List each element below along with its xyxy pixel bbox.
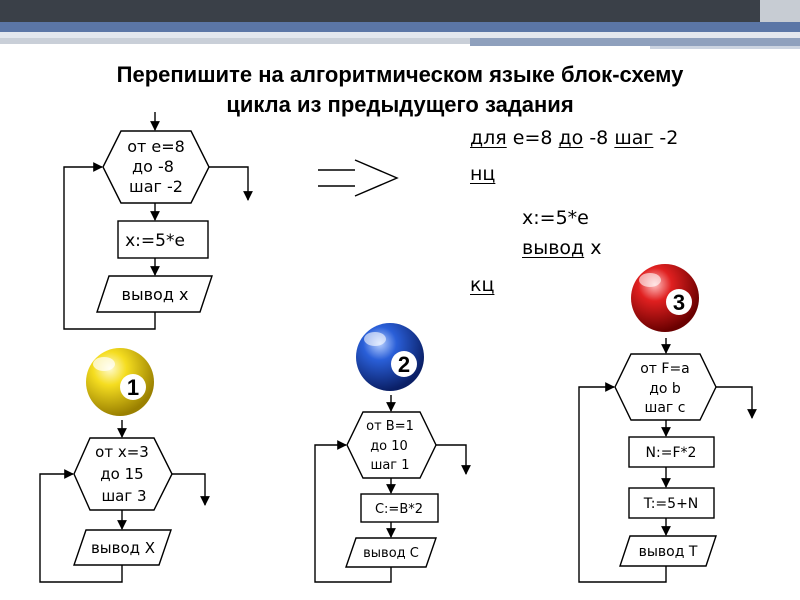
loop-step-value: -2 (659, 127, 679, 149)
ex3-assign1-text: N:=F*2 (646, 445, 697, 461)
loop-var-init: e=8 (512, 127, 553, 149)
ex2-output-text: вывод C (363, 546, 419, 561)
ex2-loop-line-1: от B=1 (366, 419, 414, 434)
ex1-loop-line-1: от x=3 (95, 443, 149, 461)
ex2-loop-line-3: шаг 1 (370, 458, 409, 473)
ex3-output-text: вывод T (639, 544, 698, 560)
kw-nc: нц (470, 163, 496, 185)
ex2-loop-line-2: до 10 (370, 439, 408, 454)
code-line-nc: нц (470, 163, 495, 185)
ex1-loop-hexagon (73, 437, 173, 511)
main-assign-box (117, 220, 209, 259)
main-loop-hexagon (102, 130, 210, 204)
ex2-loop-hexagon (346, 411, 437, 479)
title-line-2: цикла из предыдущего задания (226, 92, 574, 117)
output-var: x (590, 237, 602, 259)
ex1-loop-line-2: до 15 (100, 465, 143, 483)
title-line-1: Перепишите на алгоритмическом языке блок… (116, 62, 684, 87)
assign-statement: x:=5*e (522, 207, 589, 229)
ex1-loop-line-3: шаг 3 (101, 487, 146, 505)
page-title: Перепишите на алгоритмическом языке блок… (0, 60, 800, 120)
ex1-output-parallelogram (73, 529, 172, 566)
header-banner (0, 0, 800, 49)
main-assign-text: x:=5*e (125, 231, 185, 251)
main-loop-line-1: от e=8 (127, 137, 185, 156)
ball-3-number: 3 (673, 290, 685, 315)
kw-step: шаг (614, 127, 654, 149)
ex2-output-parallelogram (345, 537, 437, 568)
code-line-kc: кц (470, 274, 494, 296)
main-loop-line-2: до -8 (132, 157, 174, 176)
ball-3-icon: 3 (631, 264, 699, 332)
ball-1-icon: 1 (86, 348, 154, 416)
code-line-output: вывод x (522, 237, 601, 259)
ball-1-number: 1 (127, 375, 139, 400)
ex3-loop-line-2: до b (649, 381, 681, 397)
main-flowchart (63, 112, 253, 330)
ex3-output-parallelogram (619, 535, 717, 567)
ex2-assign-box (360, 493, 439, 523)
ex3-assign2-text: T:=5+N (643, 496, 699, 512)
code-line-assign: x:=5*e (522, 207, 589, 229)
ex3-loop-line-1: от F=a (640, 361, 690, 377)
main-output-text: вывод x (122, 285, 189, 304)
kw-output: вывод (522, 237, 585, 259)
ex3-loop-hexagon (614, 353, 717, 421)
main-loop-line-3: шаг -2 (129, 177, 183, 196)
exercise-3-flowchart (578, 338, 757, 583)
kw-kc: кц (470, 274, 495, 296)
ex3-assign2-box (628, 487, 715, 519)
exercise-2-flowchart (314, 395, 471, 583)
ex3-assign1-box (628, 436, 715, 468)
exercise-1-flowchart (39, 420, 210, 583)
main-output-parallelogram (96, 275, 213, 313)
ex2-assign-text: C:=B*2 (375, 502, 423, 517)
ex1-output-text: вывод X (91, 539, 155, 557)
ball-2-number: 2 (398, 352, 410, 377)
kw-to: до (558, 127, 584, 149)
code-line-for: для e=8 до -8 шаг -2 (470, 127, 678, 149)
loop-end-value: -8 (589, 127, 609, 149)
kw-for: для (470, 127, 507, 149)
ball-2-icon: 2 (356, 323, 424, 391)
conversion-arrow (318, 159, 399, 197)
ex3-loop-line-3: шаг c (645, 400, 686, 416)
